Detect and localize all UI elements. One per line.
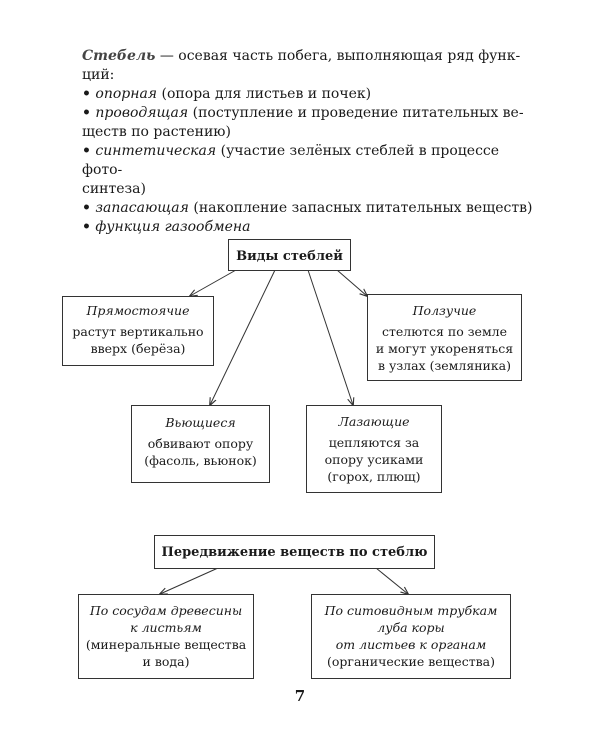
arrow-to-climbing — [307, 269, 353, 405]
arrow-to-phloem — [375, 567, 408, 594]
function-name: проводящая — [95, 105, 189, 121]
stem-type-title: Ползучие — [412, 303, 477, 318]
stem-type-title: Вьющиеся — [165, 415, 236, 430]
function-item: • опорная (опора для листьев и почек) — [82, 85, 534, 104]
bullet-icon: • — [82, 143, 91, 159]
arrow-to-twining — [210, 269, 276, 405]
stem-type-desc: обвивают опору — [147, 436, 254, 451]
stem-type-desc: (фасоль, вьюнок) — [144, 453, 257, 468]
stem-types-header-text: Виды стеблей — [236, 249, 343, 264]
bullet-icon: • — [82, 86, 91, 102]
stem-type-desc: вверх (берёза) — [90, 341, 186, 356]
definition-text-cont: ций: — [82, 67, 115, 83]
term-stem: Стебель — [82, 48, 156, 64]
function-item: • проводящая (поступление и проведение п… — [82, 104, 534, 123]
definition-text: — осевая часть побега, выполняющая ряд ф… — [155, 48, 521, 64]
bullet-icon: • — [82, 219, 91, 235]
stem-type-climbing: Лазающие цепляются за опору усиками (гор… — [306, 405, 442, 493]
stem-type-desc: цепляются за — [328, 435, 420, 450]
function-desc-cont: синтеза) — [82, 181, 146, 197]
function-item: • запасающая (накопление запасных питате… — [82, 199, 534, 218]
function-desc-cont: ществ по растению) — [82, 124, 231, 140]
transport-substance: (органические вещества) — [327, 654, 495, 669]
xylem-transport-box: По сосудам древесины к листьям (минераль… — [78, 594, 254, 679]
transport-path: По ситовидным трубкам — [324, 603, 498, 618]
function-desc: (накопление запасных питательных веществ… — [188, 200, 533, 216]
transport-substance: (минеральные вещества — [85, 637, 247, 652]
stem-type-desc: в узлах (земляника) — [377, 358, 512, 373]
stem-type-desc: растут вертикально — [72, 324, 204, 339]
transport-header-text: Передвижение веществ по стеблю — [161, 545, 428, 560]
stem-type-title: Прямостоячие — [86, 303, 190, 318]
phloem-transport-box: По ситовидным трубкам луба коры от листь… — [311, 594, 511, 679]
stem-type-title: Лазающие — [338, 414, 410, 429]
transport-path: По сосудам древесины — [89, 603, 243, 618]
transport-header: Передвижение веществ по стеблю — [154, 535, 435, 569]
bullet-icon: • — [82, 200, 91, 216]
stem-type-desc: и могут укореняться — [375, 341, 514, 356]
bullet-icon: • — [82, 105, 91, 121]
function-name: запасающая — [95, 200, 189, 216]
page-number: 7 — [294, 687, 306, 705]
function-name: функция газообмена — [95, 219, 251, 235]
stem-type-creeping: Ползучие стелются по земле и могут укоре… — [367, 294, 522, 381]
transport-path: от листьев к органам — [335, 637, 487, 652]
arrow-to-creeping — [336, 269, 367, 296]
definition-paragraph: Стебель — осевая часть побега, выполняющ… — [82, 47, 534, 66]
stem-type-twining: Вьющиеся обвивают опору (фасоль, вьюнок) — [131, 405, 270, 483]
stem-type-desc: стелются по земле — [381, 324, 508, 339]
function-desc: (опора для листьев и почек) — [157, 86, 372, 102]
transport-substance: и вода) — [142, 654, 190, 669]
function-desc: (участие зелёных стеблей в процессе фото… — [82, 143, 500, 178]
stem-type-upright: Прямостоячие растут вертикально вверх (б… — [62, 296, 214, 366]
stem-types-header: Виды стеблей — [228, 239, 351, 271]
function-name: опорная — [95, 86, 158, 102]
stem-type-desc: (горох, плющ) — [327, 469, 421, 484]
function-item: • синтетическая (участие зелёных стеблей… — [82, 142, 534, 180]
function-name: синтетическая — [95, 143, 217, 159]
stem-type-desc: опору усиками — [324, 452, 424, 467]
arrow-to-upright — [190, 269, 237, 296]
function-item: • функция газообмена — [82, 218, 534, 237]
arrow-to-xylem — [160, 567, 219, 594]
transport-path: к листьям — [130, 620, 202, 635]
function-desc: (поступление и проведение питательных ве… — [188, 105, 524, 121]
stem-definition-section: Стебель — осевая часть побега, выполняющ… — [82, 47, 534, 237]
transport-path: луба коры — [377, 620, 445, 635]
